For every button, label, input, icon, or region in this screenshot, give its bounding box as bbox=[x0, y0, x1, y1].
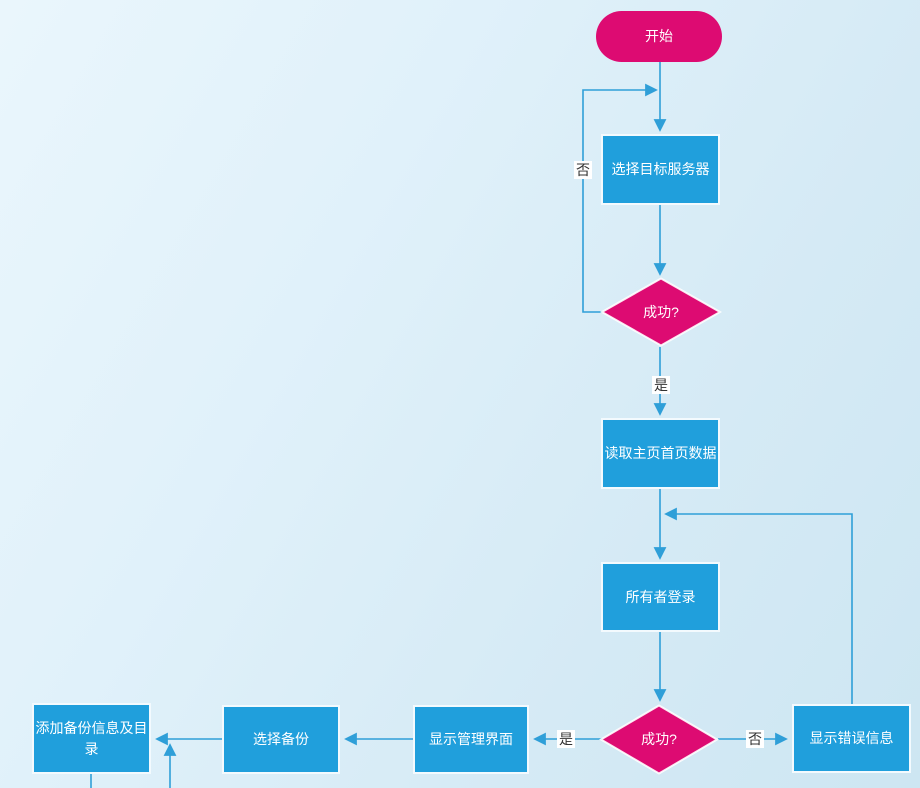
edge-success1-no-loop bbox=[582, 83, 658, 313]
node-read-home-data-label: 读取主页首页数据 bbox=[604, 445, 717, 462]
node-add-backup-info[interactable]: 添加备份信息及目录 bbox=[32, 703, 151, 774]
node-select-backup-label: 选择备份 bbox=[253, 731, 309, 748]
node-select-backup[interactable]: 选择备份 bbox=[222, 705, 340, 774]
diamond-shape bbox=[600, 277, 722, 347]
node-start[interactable]: 开始 bbox=[596, 11, 722, 62]
edge-show-error-feedback bbox=[664, 507, 853, 704]
node-add-backup-info-label: 添加备份信息及目录 bbox=[35, 720, 148, 757]
node-show-admin-ui[interactable]: 显示管理界面 bbox=[413, 705, 529, 774]
edge-label-retry-no: 否 bbox=[574, 161, 592, 179]
node-show-admin-ui-label: 显示管理界面 bbox=[429, 731, 513, 748]
edge-label-success-yes: 是 bbox=[652, 376, 670, 394]
node-success-check-1-label: 成功? bbox=[643, 303, 679, 320]
edge-label-login-yes: 是 bbox=[557, 730, 575, 748]
diamond-shape bbox=[599, 704, 719, 775]
edge-label-login-no: 否 bbox=[746, 730, 764, 748]
node-success-check-2[interactable]: 成功? bbox=[599, 704, 719, 775]
node-owner-login-label: 所有者登录 bbox=[625, 588, 696, 605]
node-read-home-data[interactable]: 读取主页首页数据 bbox=[601, 418, 720, 489]
node-select-server[interactable]: 选择目标服务器 bbox=[601, 134, 720, 205]
node-success-check-1[interactable]: 成功? bbox=[600, 277, 722, 347]
node-owner-login[interactable]: 所有者登录 bbox=[601, 562, 720, 632]
node-show-error[interactable]: 显示错误信息 bbox=[792, 704, 911, 773]
node-start-label: 开始 bbox=[645, 28, 673, 45]
node-show-error-label: 显示错误信息 bbox=[809, 730, 894, 747]
node-select-server-label: 选择目标服务器 bbox=[611, 161, 710, 178]
node-success-check-2-label: 成功? bbox=[641, 731, 677, 748]
